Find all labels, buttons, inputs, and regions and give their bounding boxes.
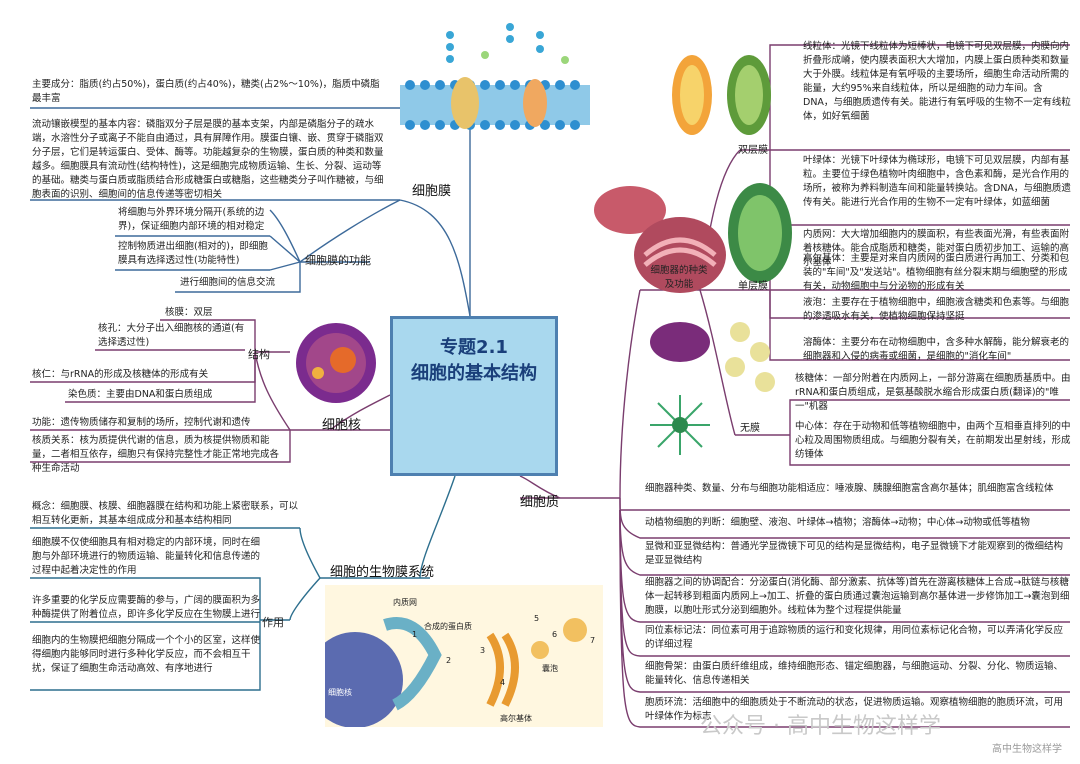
- nucleus-envelope: 核膜：双层: [165, 307, 213, 318]
- golgi-er-illustration: [594, 186, 726, 293]
- diagram-step-6: 6: [552, 630, 558, 639]
- cytoplasm-note-6: 细胞骨架：由蛋白质纤维组成，维持细胞形态、锚定细胞器，与细胞运动、分裂、分化、物…: [645, 661, 1064, 686]
- connector-membrane: [399, 199, 471, 317]
- membrane-composition: 主要成分：脂质(约占50%)，蛋白质(约占40%)，糖类(占2%～10%)，脂质…: [32, 79, 380, 104]
- diagram-label-er: 内质网: [393, 598, 417, 607]
- biomembrane-concept: 概念：细胞膜、核膜、细胞器膜在结构和功能上紧密联系，可以相互转化更新，其基本组成…: [32, 501, 299, 526]
- nucleus-pore: 核孔：大分子出入细胞核的通道(有选择透过性): [98, 323, 245, 348]
- membrane-function-2: 控制物质进出细胞(相对的)，即细胞膜具有选择透过性(功能特性): [118, 241, 268, 266]
- membrane-function-label: 细胞膜的功能: [305, 254, 371, 267]
- er-text: 内质网：大大增加细胞内的膜面积，有些表面光滑，有些表面附着核糖体。能合成脂质和糖…: [803, 229, 1070, 268]
- diagram-step-5: 5: [534, 614, 540, 623]
- lysosome-text: 溶酶体：主要分布在动物细胞中，含多种水解酶，能分解衰老的细胞器和入侵的病毒或细菌…: [803, 337, 1070, 362]
- cytoplasm-note-1: 细胞器种类、数量、分布与细胞功能相适应：唾液腺、胰腺细胞富含高尔基体；肌细胞富含…: [645, 483, 1054, 494]
- plant-cell-illustration: [728, 183, 792, 283]
- vacuole-lysosome-illustration: [650, 322, 775, 392]
- branch-biomembrane: 细胞的生物膜系统: [330, 565, 435, 580]
- watermark: 公众号 · 高中生物这样学: [700, 714, 941, 739]
- diagram-step-3: 3: [480, 646, 486, 655]
- diagram-step-7: 7: [590, 636, 596, 645]
- mitochondria-text: 线粒体：光镜下线粒体为短棒状，电镜下可见双层膜，内膜向内折叠形成嵴，使内膜表面积…: [803, 41, 1071, 122]
- branch-nucleus: 细胞核: [322, 418, 362, 433]
- biomembrane-role-label: 作用: [262, 616, 284, 629]
- biomembrane-role-1: 细胞膜不仅使细胞具有相对稳定的内部环境，同时在细胞与外部环境进行的物质运输、能量…: [32, 537, 261, 576]
- cytoplasm-note-7: 胞质环流：活细胞中的细胞质处于不断流动的状态，促进物质运输。观察植物细胞的胞质环…: [645, 697, 1064, 722]
- cell-membrane-illustration: [400, 23, 590, 130]
- watermark-small: 高中生物这样学: [992, 744, 1062, 755]
- nucleus-function: 功能：遗传物质储存和复制的场所，控制代谢和遗传: [32, 417, 251, 428]
- single-membrane-label: 单层膜: [738, 281, 768, 292]
- mitochondria-chloroplast-illustration: [672, 55, 771, 135]
- organelles-label: 细胞器的种类及功能: [650, 265, 708, 290]
- diagram-step-2: 2: [446, 656, 452, 665]
- diagram-label-nucleus: 细胞核: [328, 688, 352, 697]
- cytoplasm-note-2: 动植物细胞的判断：细胞壁、液泡、叶绿体→植物；溶酶体→动物；中心体→动物或低等植…: [645, 517, 1030, 528]
- membrane-function-1: 将细胞与外界环境分隔开(系统的边界)，保证细胞内部环境的相对稳定: [118, 207, 265, 232]
- diagram-label-vesicle: 囊泡: [542, 664, 558, 673]
- membrane-function-3: 进行细胞间的信息交流: [180, 277, 276, 288]
- chloroplast-text: 叶绿体：光镜下叶绿体为椭球形，电镜下可见双层膜，内部有基粒。主要位于绿色植物叶肉…: [803, 155, 1071, 208]
- double-membrane-label: 双层膜: [738, 145, 768, 156]
- branch-cytoplasm: 细胞质: [520, 495, 560, 510]
- nucleus-relation: 核质关系：核为质提供代谢的信息，质为核提供物质和能量，二者相互依存，细胞只有保持…: [32, 435, 280, 474]
- central-topic-line2: 细胞的基本结构: [411, 363, 537, 384]
- nucleus-illustration: [296, 323, 376, 403]
- cytoplasm-note-3: 显微和亚显微结构：普通光学显微镜下可见的结构是显微结构，电子显微镜下才能观察到的…: [645, 541, 1064, 566]
- branch-membrane: 细胞膜: [412, 184, 452, 199]
- ribosome-text: 核糖体：一部分附着在内质网上，一部分游离在细胞质基质中。由rRNA和蛋白质组成，…: [795, 373, 1071, 412]
- central-topic-line1: 专题2.1: [440, 337, 508, 358]
- golgi-text: 高尔基体：主要是对来自内质网的蛋白质进行再加工、分类和包装的"车间"及"发送站"…: [803, 253, 1070, 292]
- diagram-label-protein: 合成的蛋白质: [424, 622, 472, 631]
- centrosome-illustration: [650, 395, 710, 455]
- diagram-step-4: 4: [500, 678, 506, 687]
- nucleus-structure-label: 结构: [248, 348, 270, 361]
- centrosome-text: 中心体：存在于动物和低等植物细胞中，由两个互相垂直排列的中心粒及周围物质组成。与…: [795, 421, 1071, 460]
- nucleus-chromatin: 染色质：主要由DNA和蛋白质组成: [68, 389, 213, 400]
- membrane-model: 流动镶嵌模型的基本内容：磷脂双分子层是膜的基本支架，内部是磷脂分子的疏水端，水溶…: [32, 119, 384, 200]
- diagram-step-1: 1: [412, 630, 418, 639]
- secretion-pathway-illustration: [325, 585, 603, 727]
- vacuole-text: 液泡：主要存在于植物细胞中，细胞液含糖类和色素等。与细胞的渗透吸水有关，使植物细…: [803, 297, 1070, 322]
- biomembrane-role-3: 细胞内的生物膜把细胞分隔成一个个小的区室，这样使得细胞内能够同时进行多种化学反应…: [32, 635, 261, 674]
- diagram-label-golgi: 高尔基体: [500, 714, 532, 723]
- no-membrane-label: 无膜: [740, 423, 760, 434]
- nucleus-nucleolus: 核仁：与rRNA的形成及核糖体的形成有关: [32, 369, 209, 380]
- biomembrane-role-2: 许多重要的化学反应需要酶的参与，广阔的膜面积为多种酶提供了附着位点，即许多化学反…: [32, 595, 261, 620]
- central-topic: 专题2.1 细胞的基本结构: [390, 316, 558, 476]
- cytoplasm-note-4: 细胞器之间的协调配合：分泌蛋白(消化酶、部分激素、抗体等)首先在游离核糖体上合成…: [645, 577, 1070, 616]
- cytoplasm-note-5: 同位素标记法：同位素可用于追踪物质的运行和变化规律，用同位素标记化合物，可以弄清…: [645, 625, 1064, 650]
